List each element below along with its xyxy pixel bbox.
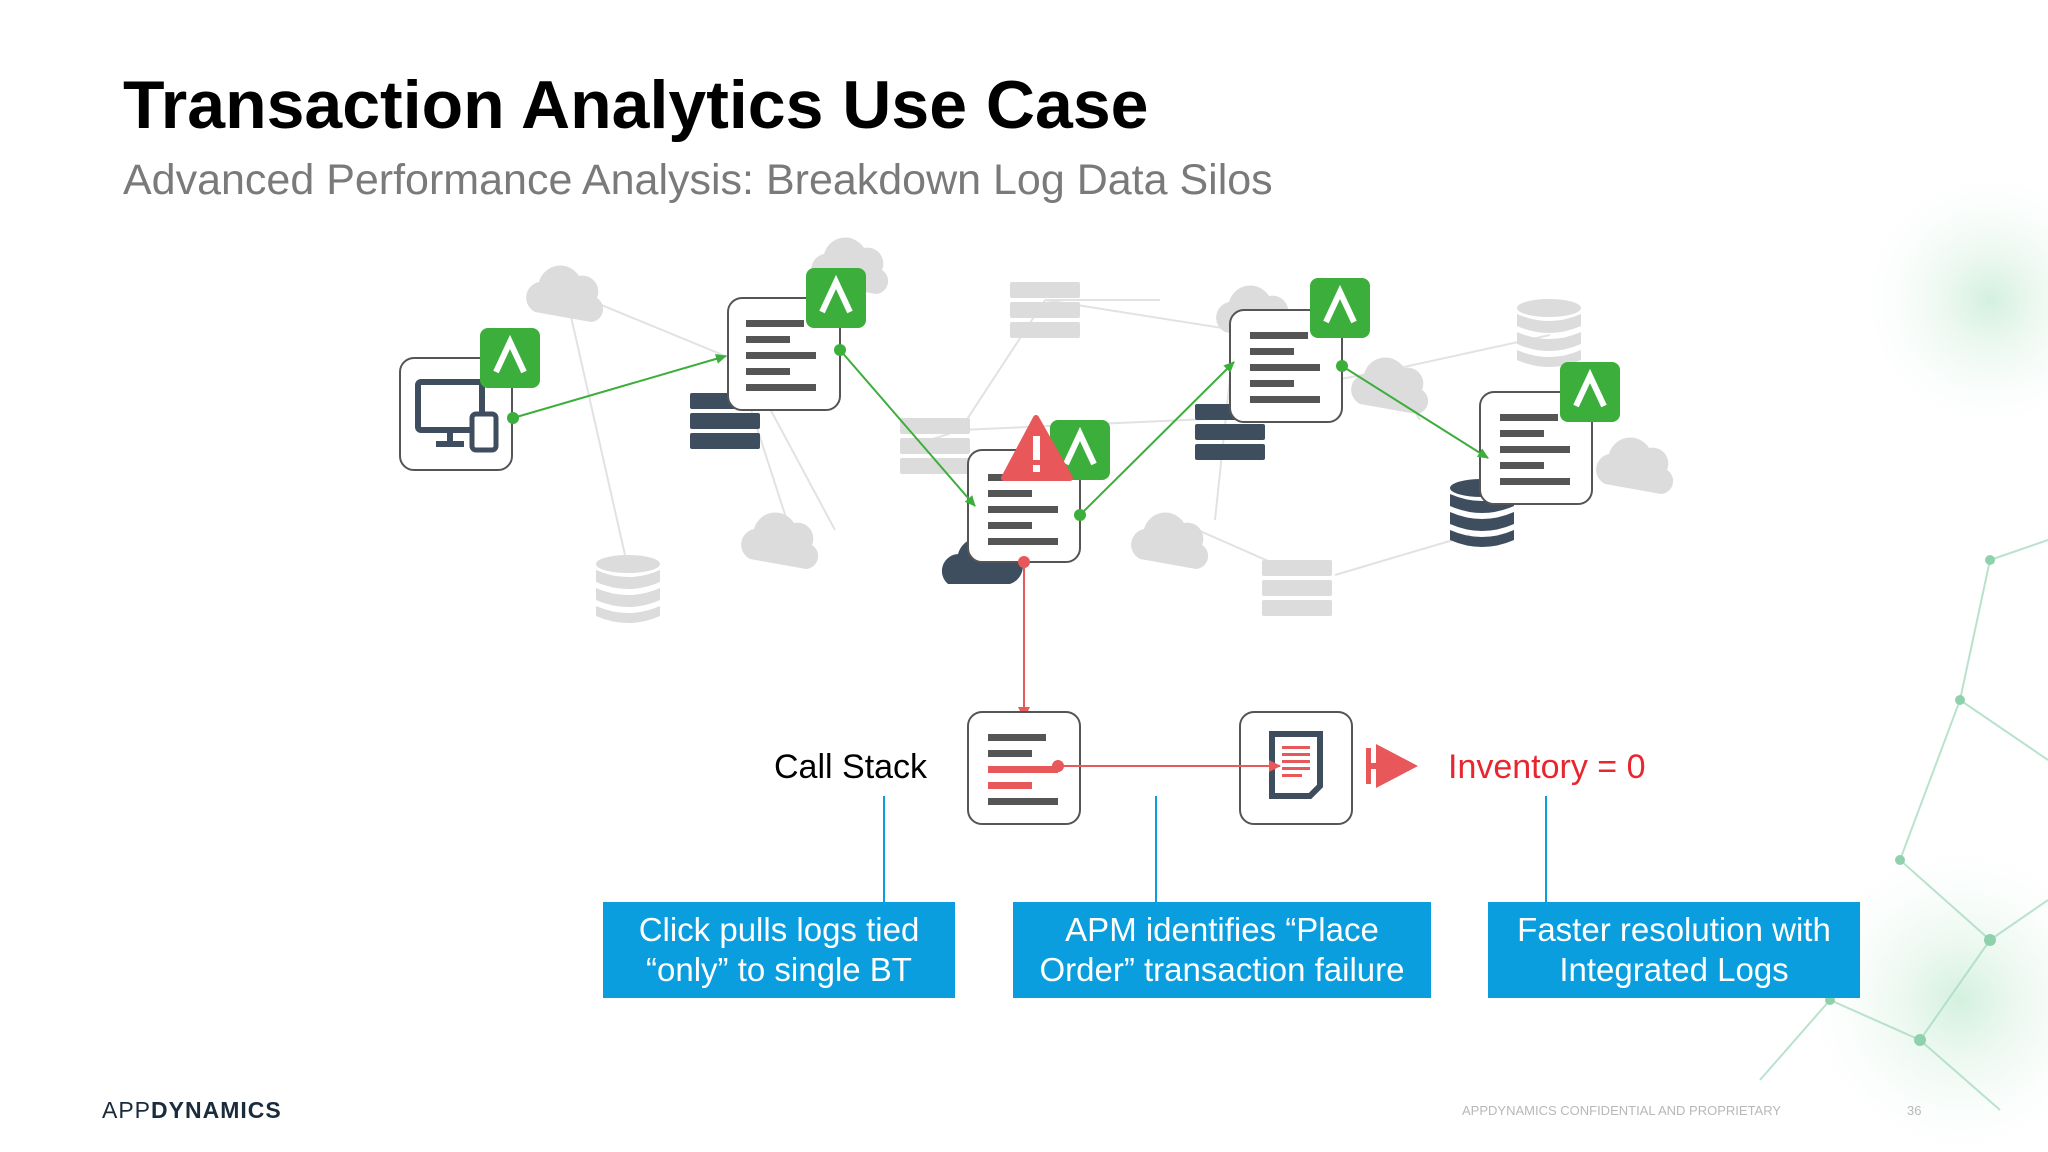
- cloud-icon: [1596, 437, 1674, 494]
- agent-icon: [480, 328, 540, 388]
- report-node[interactable]: [1239, 711, 1353, 825]
- slide-subtitle: Advanced Performance Analysis: Breakdown…: [123, 156, 1273, 204]
- cloud-icon: [741, 512, 819, 569]
- cloud-icon: [1351, 357, 1429, 414]
- callout-connectors: [883, 796, 1547, 902]
- log-document-icon: [1500, 414, 1570, 485]
- drilldown-flow: [1018, 556, 1030, 719]
- agent-icon: [1310, 278, 1370, 338]
- transaction-flow: [507, 344, 1489, 521]
- agent-icon: [1560, 362, 1620, 422]
- callout-line: Order” transaction failure: [1039, 951, 1405, 988]
- call-stack-flow: [1052, 760, 1281, 772]
- report-icon: [1269, 731, 1323, 799]
- brand-logo: APPDYNAMICS: [102, 1097, 282, 1124]
- confidential-notice: APPDYNAMICS CONFIDENTIAL AND PROPRIETARY: [1462, 1103, 1782, 1118]
- agent-badges: [480, 268, 1620, 480]
- database-icon: [596, 555, 660, 623]
- callout-log-pull: Click pulls logs tied “only” to single B…: [603, 902, 955, 998]
- log-node-3[interactable]: [1229, 309, 1343, 423]
- server-icon: [1262, 560, 1332, 616]
- call-stack-node[interactable]: [967, 711, 1081, 825]
- page-number: 36: [1907, 1103, 1922, 1118]
- callout-apm-failure: APM identifies “Place Order” transaction…: [1013, 902, 1431, 998]
- callout-line: Faster resolution with: [1517, 911, 1831, 948]
- inventory-result-label: Inventory = 0: [1448, 748, 1646, 786]
- brand-light: APP: [102, 1097, 152, 1123]
- callout-line: APM identifies “Place: [1065, 911, 1379, 948]
- mobile-icon: [469, 411, 499, 453]
- server-icon: [900, 418, 970, 474]
- log-document-icon: [1250, 332, 1320, 403]
- cloud-icon: [526, 265, 604, 322]
- play-icon: [1366, 744, 1418, 788]
- slide-title: Transaction Analytics Use Case: [123, 67, 1149, 143]
- callout-line: Click pulls logs tied: [638, 911, 920, 948]
- devices-icon: [415, 379, 485, 447]
- callout-line: Integrated Logs: [1559, 951, 1789, 988]
- cloud-icon: [1131, 512, 1209, 569]
- call-stack-icon: [988, 734, 1058, 805]
- log-document-icon: [746, 320, 816, 391]
- agent-icon: [806, 268, 866, 328]
- server-icon: [1010, 282, 1080, 338]
- callout-line: “only” to single BT: [646, 951, 912, 988]
- warning-icon: [1001, 415, 1073, 481]
- callout-faster-resolution: Faster resolution with Integrated Logs: [1488, 902, 1860, 998]
- call-stack-label: Call Stack: [774, 748, 928, 786]
- brand-bold: DYNAMICS: [151, 1097, 282, 1123]
- database-icon: [1517, 299, 1581, 367]
